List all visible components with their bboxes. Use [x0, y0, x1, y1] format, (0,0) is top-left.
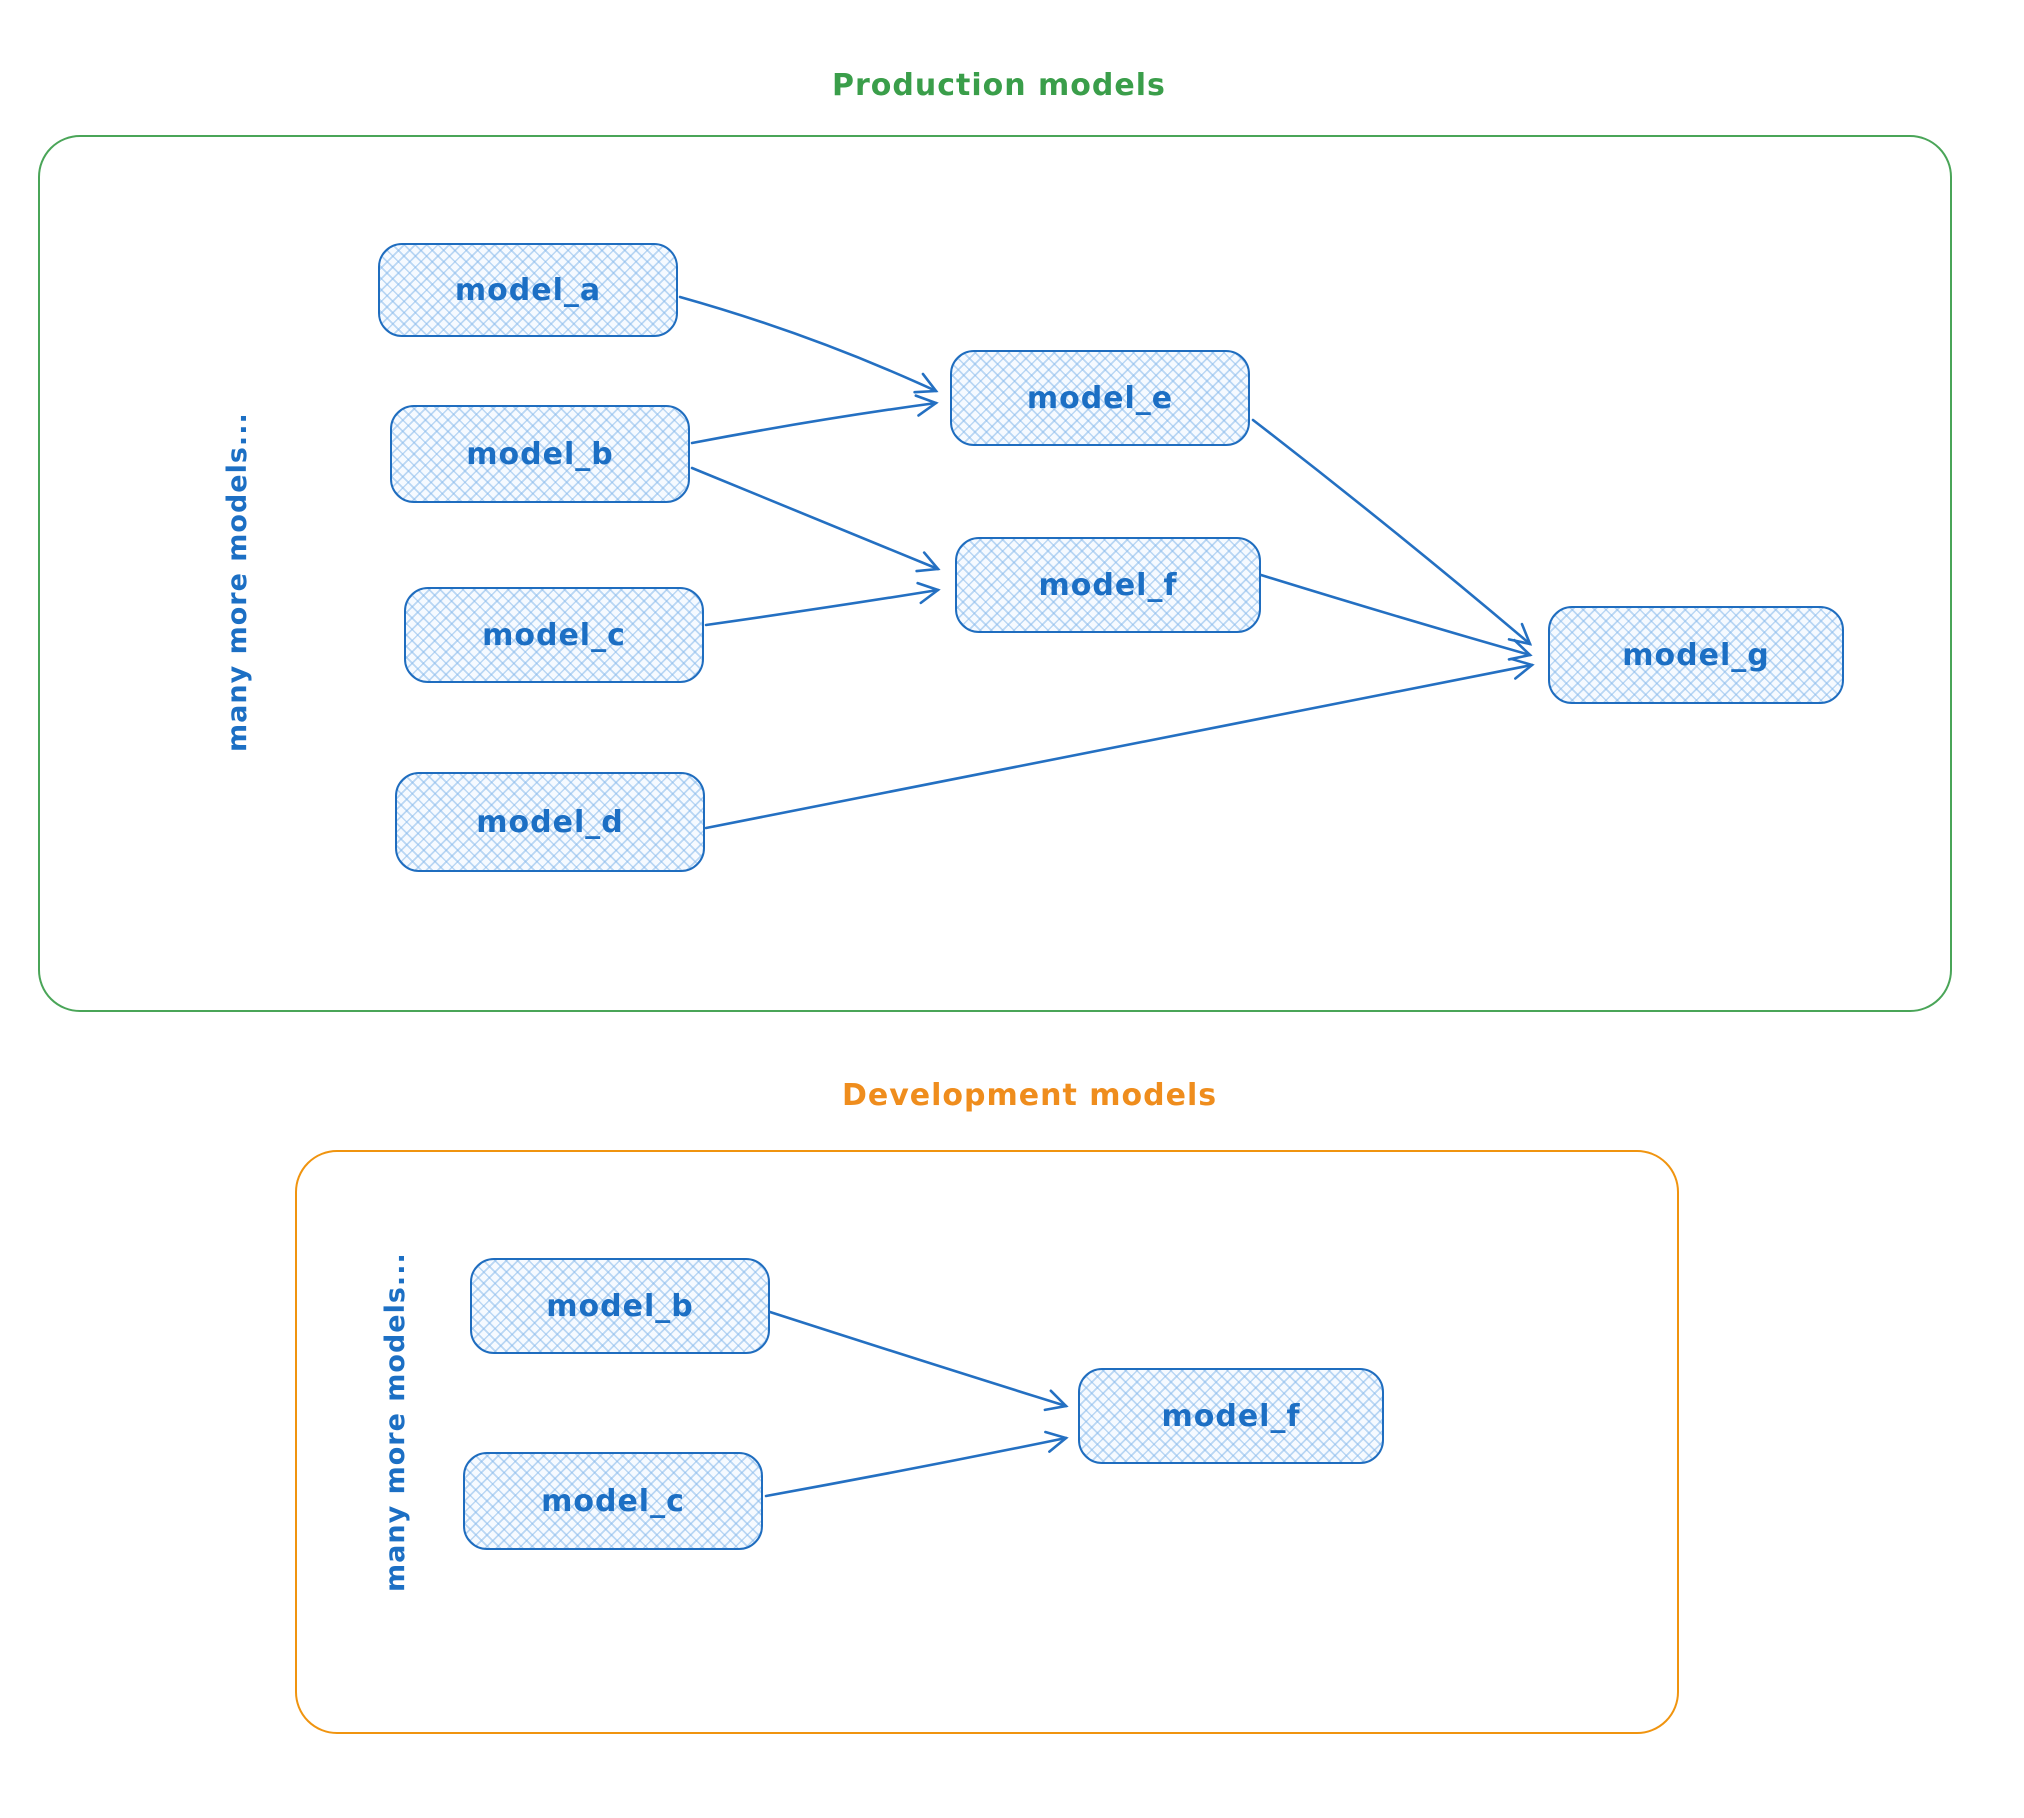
node-label: model_b [546, 1288, 694, 1324]
node-production-model-c[interactable]: model_c [404, 587, 704, 683]
development-section-title: Development models [842, 1078, 1218, 1113]
node-label: model_c [482, 617, 626, 653]
node-production-model-d[interactable]: model_d [395, 772, 705, 872]
node-production-model-a[interactable]: model_a [378, 243, 678, 337]
node-label: model_b [466, 436, 614, 472]
node-label: model_e [1026, 380, 1174, 416]
node-production-model-e[interactable]: model_e [950, 350, 1250, 446]
arrow-model-b-to-model-f[interactable] [690, 466, 941, 573]
arrow-model-e-to-model-g[interactable] [1251, 418, 1533, 646]
arrow-model-a-to-model-e[interactable] [678, 295, 939, 394]
arrow-model-c-to-model-f[interactable] [704, 581, 941, 627]
node-label: model_d [476, 804, 624, 840]
node-label: model_c [541, 1483, 685, 1519]
node-label: model_f [1161, 1398, 1301, 1434]
node-production-model-f[interactable]: model_f [955, 537, 1261, 633]
node-development-model-f[interactable]: model_f [1078, 1368, 1384, 1464]
node-label: model_f [1038, 567, 1178, 603]
node-development-model-b[interactable]: model_b [470, 1258, 770, 1354]
arrow-dev-model-c-to-model-f[interactable] [764, 1430, 1069, 1498]
node-development-model-c[interactable]: model_c [463, 1452, 763, 1550]
arrow-model-b-to-model-e[interactable] [690, 394, 939, 445]
node-production-model-b[interactable]: model_b [390, 405, 690, 503]
development-section-frame[interactable] [295, 1150, 1679, 1734]
node-label: model_a [454, 272, 602, 308]
arrow-model-f-to-model-g[interactable] [1259, 573, 1533, 661]
production-section-frame[interactable] [38, 135, 1952, 1012]
node-production-model-g[interactable]: model_g [1548, 606, 1844, 704]
production-section-title: Production models [832, 68, 1166, 103]
arrow-model-d-to-model-g[interactable] [704, 657, 1535, 830]
arrow-dev-model-b-to-model-f[interactable] [768, 1310, 1069, 1412]
node-label: model_g [1622, 637, 1770, 673]
